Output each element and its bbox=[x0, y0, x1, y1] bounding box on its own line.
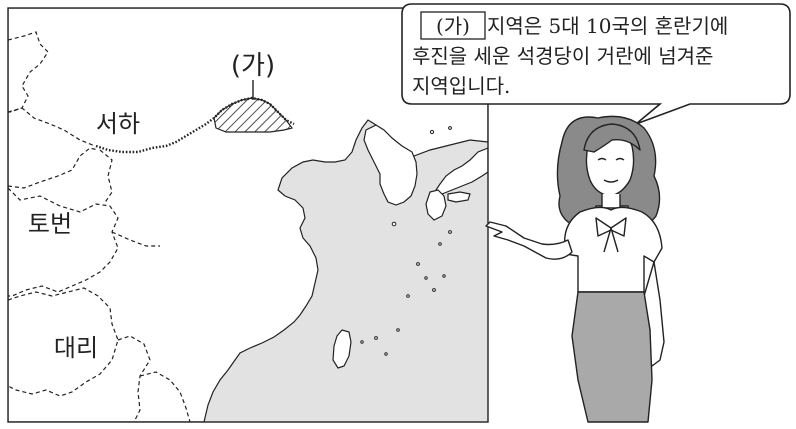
map-frame bbox=[7, 7, 489, 423]
speech-label-box bbox=[420, 11, 486, 40]
taiwan bbox=[332, 329, 352, 369]
speech-boxed-label: (가) bbox=[436, 14, 470, 38]
region-label-daeri: 대리 bbox=[54, 334, 98, 362]
presenter-skirt bbox=[571, 291, 653, 423]
speech-bubble-shape bbox=[401, 3, 791, 125]
japan-shikoku bbox=[447, 191, 471, 203]
presenter-bangs bbox=[583, 123, 641, 153]
hatched-region-ga bbox=[213, 97, 294, 133]
speech-line-3: 지역입니다. bbox=[412, 74, 510, 98]
presenter-neck bbox=[601, 194, 621, 209]
region-label-tobeon: 토번 bbox=[28, 210, 72, 238]
region-borders bbox=[8, 31, 191, 422]
small-islands bbox=[360, 126, 452, 356]
korean-peninsula bbox=[363, 124, 418, 206]
presenter-mouth bbox=[603, 179, 619, 183]
map-marker-label: (가) bbox=[231, 51, 275, 81]
presenter-eyes bbox=[597, 157, 625, 161]
speech-line-1: 지역은 5대 10국의 혼란기에 bbox=[487, 14, 728, 38]
presenter-blouse bbox=[563, 206, 663, 293]
presenter-pointing-arm bbox=[485, 221, 573, 260]
presenter-bow bbox=[595, 217, 627, 253]
region-label-seoha: 서하 bbox=[96, 110, 140, 138]
speech-line-2: 후진을 세운 석경당이 거란에 넘겨준 bbox=[412, 44, 713, 68]
japan-kyushu bbox=[425, 189, 447, 221]
jagged-border bbox=[95, 96, 295, 154]
speech-bubble: (가) 지역은 5대 10국의 혼란기에 후진을 세운 석경당이 거란에 넘겨준… bbox=[401, 3, 791, 125]
presenter-illustration bbox=[485, 115, 665, 423]
